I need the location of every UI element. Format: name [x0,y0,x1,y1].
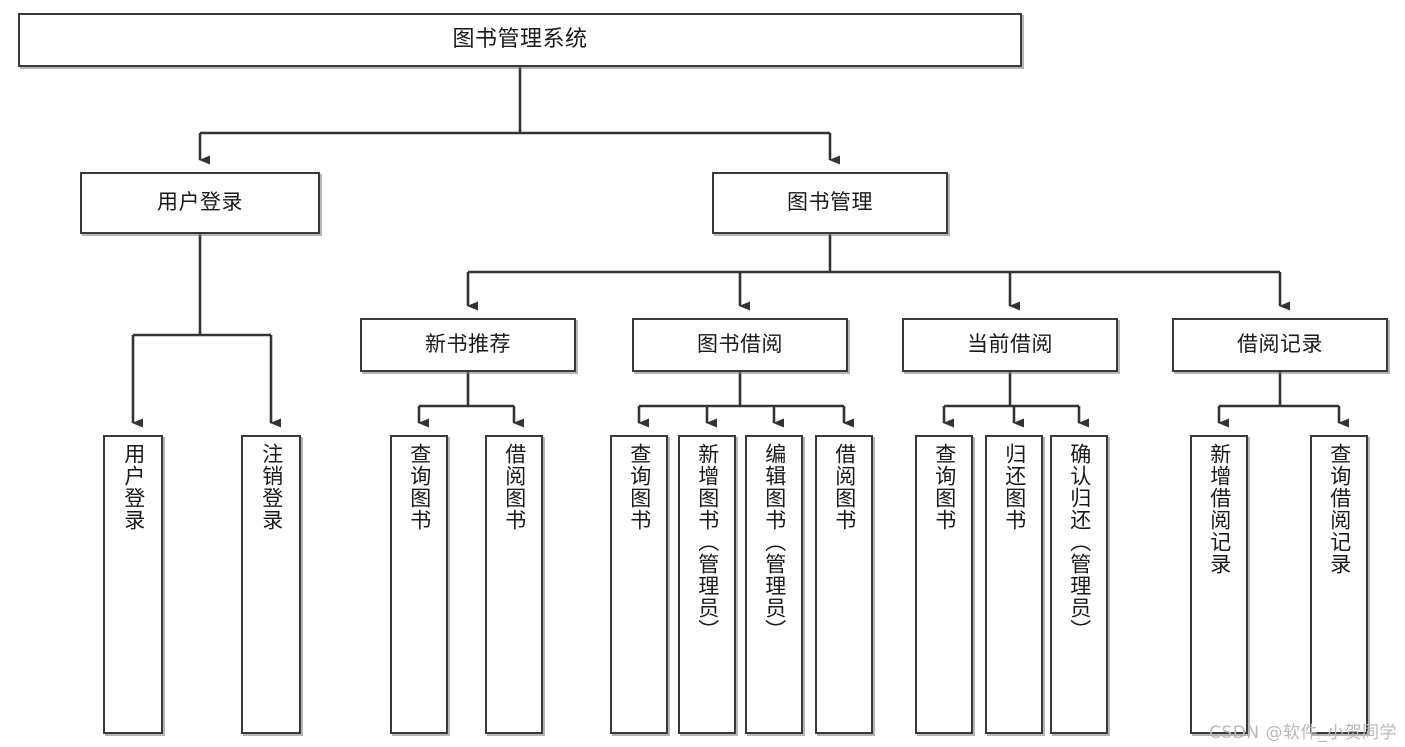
node-leaf-return-book[interactable]: 归还图书 [985,435,1043,734]
node-leaf-user-login-label: 用户登录 [121,443,146,531]
node-leaf-query-book-1[interactable]: 查询图书 [390,435,448,734]
node-leaf-query-book-3[interactable]: 查询图书 [915,435,973,734]
node-book-manage-label: 图书管理 [787,190,873,215]
node-leaf-add-book-label: 新增图书（管理员） [695,443,720,641]
node-book-borrow[interactable]: 图书借阅 [632,318,848,372]
node-leaf-borrow-book-1-label: 借阅图书 [502,443,527,531]
node-book-borrow-label: 图书借阅 [697,332,783,357]
node-leaf-logout-label: 注销登录 [259,443,284,531]
node-leaf-confirm-return-label: 确认归还（管理员） [1067,443,1092,641]
node-borrow-record[interactable]: 借阅记录 [1172,318,1388,372]
node-current-borrow[interactable]: 当前借阅 [902,318,1118,372]
node-borrow-record-label: 借阅记录 [1237,332,1323,357]
node-leaf-query-record[interactable]: 查询借阅记录 [1310,435,1368,734]
node-current-borrow-label: 当前借阅 [967,332,1053,357]
node-leaf-user-login[interactable]: 用户登录 [103,435,163,734]
node-leaf-edit-book-label: 编辑图书（管理员） [762,443,787,641]
node-root-label: 图书管理系统 [452,26,588,52]
node-leaf-edit-book[interactable]: 编辑图书（管理员） [745,435,803,734]
node-root[interactable]: 图书管理系统 [18,13,1022,67]
node-leaf-borrow-book-1[interactable]: 借阅图书 [485,435,543,734]
node-new-book-rec[interactable]: 新书推荐 [360,318,576,372]
node-leaf-query-book-2-label: 查询图书 [627,443,652,531]
node-user-login-label: 用户登录 [157,190,243,215]
node-leaf-query-book-2[interactable]: 查询图书 [610,435,668,734]
node-leaf-add-book[interactable]: 新增图书（管理员） [678,435,736,734]
node-leaf-add-record[interactable]: 新增借阅记录 [1190,435,1248,734]
node-leaf-borrow-book-2-label: 借阅图书 [832,443,857,531]
node-leaf-logout[interactable]: 注销登录 [241,435,301,734]
node-leaf-return-book-label: 归还图书 [1002,443,1027,531]
watermark: CSDN @软件_小贺同学 [1209,723,1397,743]
node-leaf-query-book-3-label: 查询图书 [932,443,957,531]
node-book-manage[interactable]: 图书管理 [712,172,948,234]
node-user-login[interactable]: 用户登录 [80,172,320,234]
node-leaf-confirm-return[interactable]: 确认归还（管理员） [1050,435,1108,734]
node-new-book-rec-label: 新书推荐 [425,332,511,357]
node-leaf-borrow-book-2[interactable]: 借阅图书 [815,435,873,734]
node-leaf-query-record-label: 查询借阅记录 [1327,443,1352,575]
node-leaf-query-book-1-label: 查询图书 [407,443,432,531]
node-leaf-add-record-label: 新增借阅记录 [1207,443,1232,575]
